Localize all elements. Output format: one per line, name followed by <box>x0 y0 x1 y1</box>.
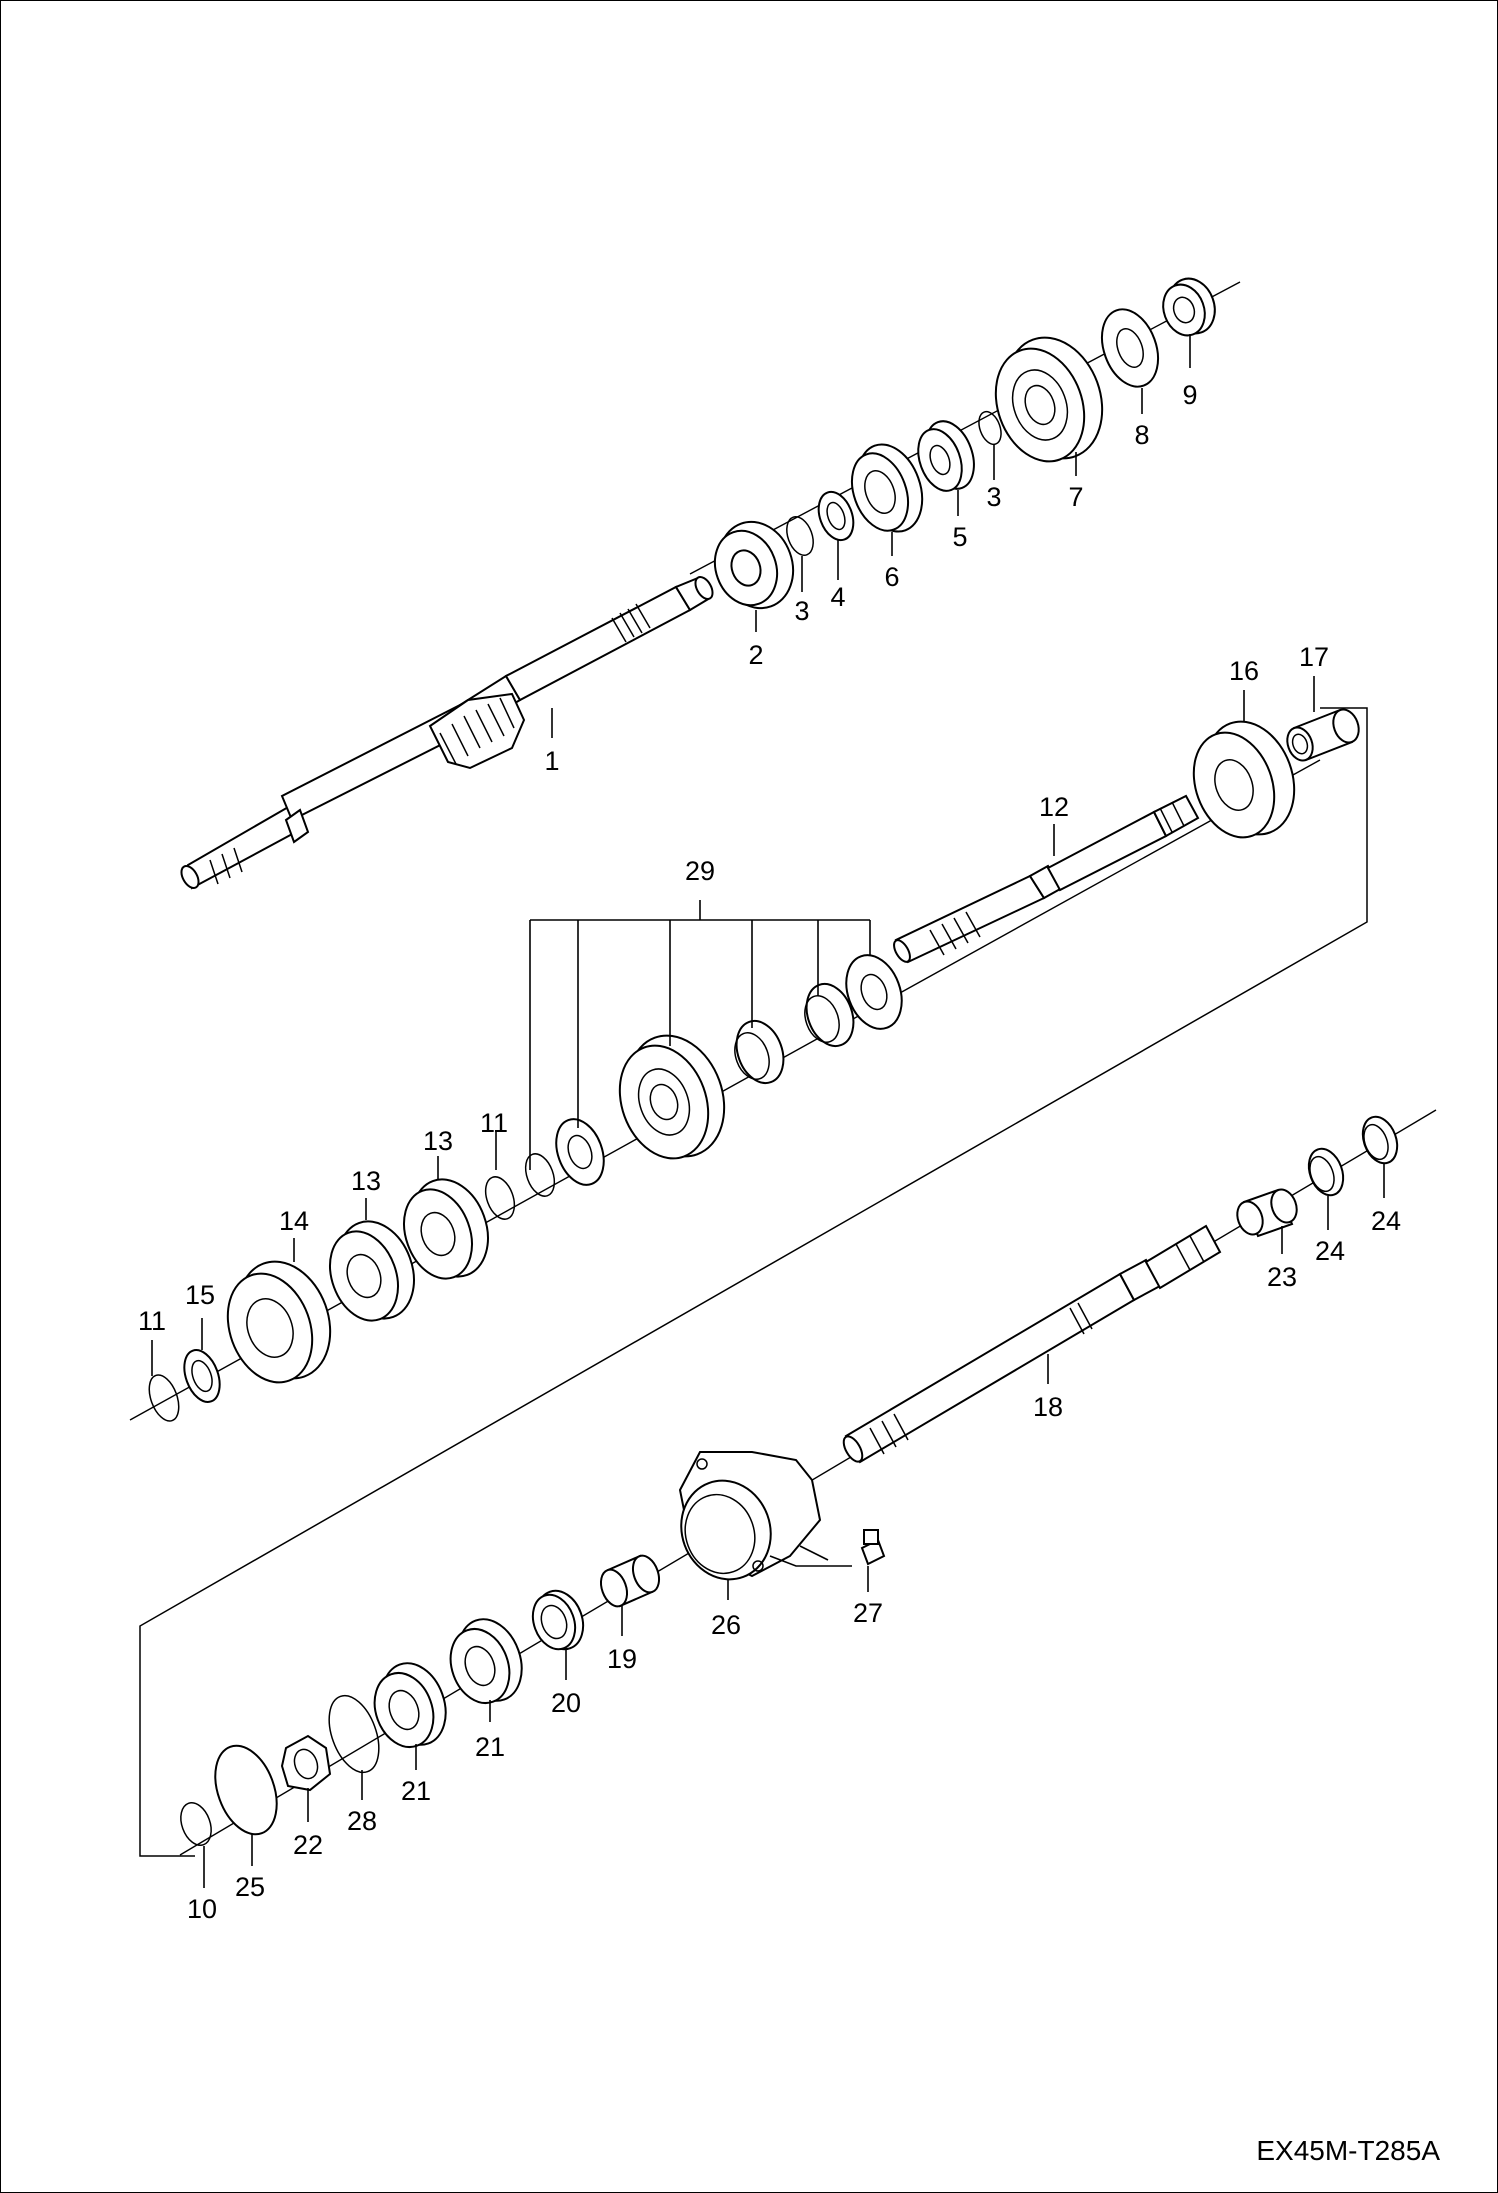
washer-part-4 <box>817 490 855 542</box>
snap-ring-29f <box>524 1153 556 1197</box>
snap-ring-part-3b <box>978 410 1002 446</box>
thrust-washer-part-8 <box>1100 308 1160 388</box>
callout-23: 23 <box>1267 1262 1297 1292</box>
snap-ring-part-3a <box>786 516 814 556</box>
callout-28: 28 <box>347 1806 377 1836</box>
gear-part-14 <box>226 1260 332 1384</box>
callout-14: 14 <box>279 1206 309 1236</box>
gear-29d <box>618 1034 726 1160</box>
callout-13b: 13 <box>351 1166 381 1196</box>
callout-labels: 1 2 3 4 6 5 3 7 8 9 16 17 12 29 11 13 13… <box>138 380 1401 1924</box>
callout-13a: 13 <box>423 1126 453 1156</box>
callout-9: 9 <box>1182 380 1197 410</box>
washer-29e <box>555 1118 605 1186</box>
group-boundary <box>139 707 1368 1857</box>
bushing-part-19 <box>599 1554 661 1608</box>
callout-19: 19 <box>607 1644 637 1674</box>
callout-21b: 21 <box>401 1776 431 1806</box>
bushing-part-23 <box>1236 1188 1298 1238</box>
callout-1: 1 <box>544 746 559 776</box>
bearing-part-2 <box>713 520 795 610</box>
seal-part-24b <box>1361 1115 1399 1165</box>
snap-ring-part-10 <box>180 1802 212 1846</box>
callout-16: 16 <box>1229 656 1259 686</box>
callout-18: 18 <box>1033 1392 1063 1422</box>
callout-2: 2 <box>748 640 763 670</box>
callout-5: 5 <box>952 522 967 552</box>
callout-6: 6 <box>884 562 899 592</box>
bearing-part-9 <box>1162 277 1216 337</box>
callout-3: 3 <box>794 596 809 626</box>
snap-ring-part-11a <box>484 1176 516 1220</box>
callout-10: 10 <box>187 1894 217 1924</box>
callout-24b: 24 <box>1371 1206 1401 1236</box>
upper-assembly <box>180 277 1241 890</box>
callout-25: 25 <box>235 1872 265 1902</box>
callout-4: 4 <box>830 582 845 612</box>
washer-part-15 <box>183 1349 221 1403</box>
seal-part-24a <box>1307 1147 1345 1197</box>
middle-assembly <box>129 708 1360 1422</box>
housing-part-26 <box>678 1451 852 1581</box>
bearing-part-13b <box>329 1220 415 1322</box>
gear-part-7 <box>994 336 1104 463</box>
bearing-part-16 <box>1192 720 1296 839</box>
callout-3b: 3 <box>986 482 1001 512</box>
callout-8: 8 <box>1134 420 1149 450</box>
bearing-part-13a <box>403 1178 489 1280</box>
callout-12: 12 <box>1039 792 1069 822</box>
callout-17: 17 <box>1299 642 1329 672</box>
callout-22: 22 <box>293 1830 323 1860</box>
group-bracket-29 <box>529 900 871 1170</box>
snap-ring-part-28 <box>328 1694 380 1774</box>
callout-11b: 11 <box>138 1306 166 1336</box>
cover-plate-part-25 <box>214 1744 278 1836</box>
bushing-part-17 <box>1286 708 1360 762</box>
callout-leaders <box>151 334 1385 1888</box>
drawing-code: EX45M-T285A <box>1256 2135 1440 2166</box>
callout-24a: 24 <box>1315 1236 1345 1266</box>
callout-27: 27 <box>853 1598 883 1628</box>
sleeve-part-6 <box>850 443 924 533</box>
callout-20: 20 <box>551 1688 581 1718</box>
main-shaft-part-1 <box>180 576 714 890</box>
bearing-part-21b <box>373 1662 447 1748</box>
callout-7: 7 <box>1068 482 1083 512</box>
output-shaft-part-18 <box>842 1224 1222 1464</box>
hub-part-5 <box>917 420 975 492</box>
callout-29: 29 <box>685 856 715 886</box>
needle-bearing-29b <box>804 983 855 1047</box>
plug-part-27 <box>860 1529 886 1566</box>
callout-21a: 21 <box>475 1732 505 1762</box>
nut-part-22 <box>280 1734 332 1792</box>
counter-shaft-part-12 <box>893 794 1200 964</box>
oil-seal-part-20 <box>531 1589 585 1651</box>
bearing-part-21a <box>449 1618 523 1704</box>
callout-11a: 11 <box>480 1108 508 1138</box>
washer-29a <box>845 954 903 1030</box>
callout-26: 26 <box>711 1610 741 1640</box>
callout-15: 15 <box>185 1280 215 1310</box>
snap-ring-part-11b <box>148 1374 180 1422</box>
needle-bearing-29c <box>734 1020 785 1084</box>
lower-assembly <box>179 1109 1437 1856</box>
